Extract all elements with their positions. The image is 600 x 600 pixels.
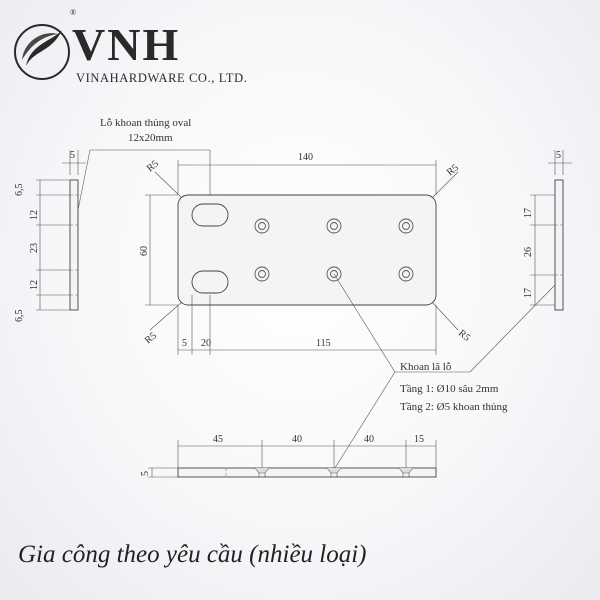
dim-holes-span: 115 <box>316 338 331 349</box>
dim-left-edge: 5 <box>182 338 187 349</box>
oval-note-title: Lỗ khoan thủng oval <box>100 117 191 129</box>
dim-left-a: 6,5 <box>14 184 25 197</box>
registered-mark: ® <box>70 8 76 17</box>
dim-right-c: 17 <box>523 288 534 298</box>
dim-left-e: 6,5 <box>14 310 25 323</box>
dim-bottom-thickness: 5 <box>140 471 151 476</box>
radius-bottom-right: R5 <box>456 328 472 344</box>
dim-left-c: 23 <box>29 243 40 253</box>
dim-bottom-c: 40 <box>364 434 374 445</box>
brand-name: VNH <box>72 19 180 70</box>
caption: Gia công theo yêu cầu (nhiều loại) <box>18 541 367 568</box>
radius-bottom-left: R5 <box>143 330 159 346</box>
vnh-logo-icon <box>14 24 70 80</box>
company-name: VINAHARDWARE CO., LTD. <box>76 71 247 85</box>
dim-thickness-right: 5 <box>556 150 561 161</box>
drill-note-title: Khoan lã lỗ <box>400 361 452 373</box>
dim-left-d: 12 <box>29 280 40 290</box>
radius-top-left: R5 <box>145 158 161 174</box>
dim-bottom-b: 40 <box>292 434 302 445</box>
main-plate <box>177 194 437 306</box>
dim-right-a: 17 <box>523 208 534 218</box>
dim-right-b: 26 <box>523 247 534 257</box>
drill-note-layer1: Tầng 1: Ø10 sâu 2mm <box>400 383 499 395</box>
dim-thickness-left: 5 <box>70 150 75 161</box>
oval-note-size: 12x20mm <box>128 132 173 144</box>
right-side-view <box>530 150 572 311</box>
bottom-section-view <box>148 440 437 478</box>
radius-top-right: R5 <box>445 162 461 178</box>
dim-bottom-d: 15 <box>414 434 424 445</box>
dim-width-total: 140 <box>298 152 313 163</box>
dim-height-total: 60 <box>139 246 150 256</box>
dim-left-b: 12 <box>29 210 40 220</box>
dim-bottom-a: 45 <box>213 434 223 445</box>
dim-oval-offset: 20 <box>201 338 211 349</box>
drill-note-layer2: Tầng 2: Ø5 khoan thủng <box>400 401 508 413</box>
left-side-view <box>36 150 86 311</box>
